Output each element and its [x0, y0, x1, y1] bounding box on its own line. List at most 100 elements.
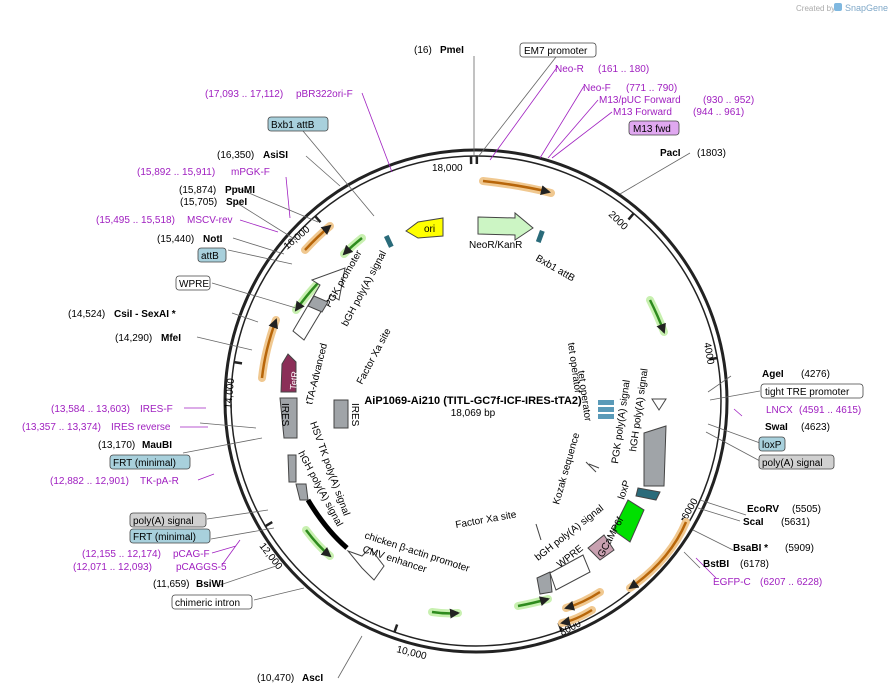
primer-pos: (13,357 .. 13,374) — [22, 422, 101, 433]
bxb1-mark — [535, 229, 545, 243]
site-name-pmei[interactable]: PmeI — [440, 45, 464, 56]
kozak-mark — [585, 461, 597, 473]
site-name-paci[interactable]: PacI — [660, 148, 681, 159]
feature-frt-lower[interactable]: FRT (minimal) — [133, 532, 196, 543]
tag-box — [760, 383, 864, 399]
site-name-asci[interactable]: AscI — [302, 673, 323, 684]
feature-em7-promoter[interactable]: EM7 promoter — [524, 46, 588, 57]
tag-box — [267, 116, 329, 132]
site-pos: (15,705) — [180, 197, 217, 208]
gcamp-feature — [612, 499, 645, 543]
primer-name-mscv-rev[interactable]: MSCV-rev — [187, 215, 233, 226]
backbone-outer-ring — [223, 148, 729, 654]
primer-name-mpgk-f[interactable]: mPGK-F — [231, 167, 270, 178]
site-name-bsiwi[interactable]: BsiWI — [196, 579, 224, 590]
primer-name-pbr322ori-f[interactable]: pBR322ori-F — [296, 89, 353, 100]
tag-box — [129, 528, 211, 544]
site-name-maubi[interactable]: MauBI — [142, 440, 172, 451]
wpre-inner-feature — [549, 554, 591, 591]
created-by-text: Created by — [796, 4, 835, 13]
site-pos: (4276) — [801, 369, 830, 380]
primer-pos: (4591 .. 4615) — [799, 405, 861, 416]
green-feature-arrow — [342, 237, 363, 256]
feature-polya-right[interactable]: poly(A) signal — [762, 458, 823, 469]
feature-loxp[interactable]: loxP — [762, 440, 782, 451]
tag-box — [758, 436, 786, 452]
site-name-csii-sexai[interactable]: CsiI - SexAI * — [114, 309, 176, 320]
primer-name-ires-reverse[interactable]: IRES reverse — [111, 422, 171, 433]
tag-box — [758, 454, 835, 470]
primer-name-m13-puc-forward[interactable]: M13/pUC Forward — [599, 95, 681, 106]
site-pos: (5909) — [785, 543, 814, 554]
site-name-swai[interactable]: SwaI — [765, 422, 788, 433]
site-pos: (14,524) — [68, 309, 105, 320]
site-name-bstbi[interactable]: BstBI — [703, 559, 729, 570]
site-name-noti[interactable]: NotI — [203, 234, 223, 245]
feature-chimeric-intron[interactable]: chimeric intron — [175, 598, 240, 609]
tick-label: 18,000 — [432, 163, 463, 174]
primer-name-pcag-f[interactable]: pCAG-F — [173, 549, 210, 560]
site-pos: (4623) — [801, 422, 830, 433]
tag-box — [197, 247, 227, 263]
tick-label: 14,000 — [223, 377, 237, 409]
tick-mark — [264, 520, 273, 528]
feature-polya-left[interactable]: poly(A) signal — [133, 516, 194, 527]
primer-name-tk-pa-r[interactable]: TK-pA-R — [140, 476, 179, 487]
orange-feature-arrow — [628, 521, 688, 590]
tag-box — [129, 512, 207, 528]
primer-name-neo-r[interactable]: Neo-R — [555, 64, 584, 75]
site-pos: (10,470) — [257, 673, 294, 684]
site-name-scai[interactable]: ScaI — [743, 517, 764, 528]
tick-mark — [393, 624, 399, 633]
site-name-mfei[interactable]: MfeI — [161, 333, 181, 344]
site-name-agei[interactable]: AgeI — [762, 369, 784, 380]
site-name-spei[interactable]: SpeI — [226, 197, 247, 208]
feature-attb[interactable]: attB — [201, 251, 219, 262]
feature-m13-fwd[interactable]: M13 fwd — [633, 124, 671, 135]
site-pos: (5505) — [792, 504, 821, 515]
feature-tags: EM7 promoter M13 fwd tight TRE promoter … — [109, 42, 864, 610]
feature-wpre[interactable]: WPRE — [179, 279, 209, 290]
bxb1-mark-left — [384, 234, 394, 248]
kozak-mark — [588, 463, 600, 469]
green-feature-arrow — [648, 299, 666, 334]
primer-name-pcaggs-5[interactable]: pCAGGS-5 — [176, 562, 227, 573]
tick-mark — [709, 356, 718, 361]
primer-name-lncx[interactable]: LNCX — [766, 405, 793, 416]
primers: Neo-R (161 .. 180) Neo-F (771 .. 790) M1… — [22, 64, 861, 588]
primer-name-egfp-c[interactable]: EGFP-C — [713, 577, 751, 588]
site-name-ppumi[interactable]: PpuMI — [225, 185, 255, 196]
primer-pos: (771 .. 790) — [626, 83, 677, 94]
factor-xa-bottom-label: Factor Xa site — [455, 509, 518, 531]
site-name-ecorv[interactable]: EcoRV — [747, 504, 779, 515]
site-pos: (15,874) — [179, 185, 216, 196]
primer-name-neo-f[interactable]: Neo-F — [583, 83, 611, 94]
feature-frt-upper[interactable]: FRT (minimal) — [113, 458, 176, 469]
site-name-asisi[interactable]: AsiSI — [263, 150, 288, 161]
site-pos: (6178) — [740, 559, 769, 570]
green-feature-arrow — [294, 282, 319, 312]
primer-pos: (6207 .. 6228) — [760, 577, 822, 588]
site-name-bsabi[interactable]: BsaBI * — [733, 543, 768, 554]
loxp-inner-mark — [635, 487, 661, 501]
feature-bxb1-attb[interactable]: Bxb1 attB — [271, 120, 315, 131]
primer-name-ires-f[interactable]: IRES-F — [140, 404, 173, 415]
primer-pos: (12,071 .. 12,093) — [73, 562, 152, 573]
tet-operator-mark — [598, 414, 614, 419]
feature-tight-tre-promoter[interactable]: tight TRE promoter — [765, 387, 850, 398]
snapgene-logo-icon — [834, 3, 842, 11]
primer-pos: (17,093 .. 17,112) — [205, 89, 283, 100]
tight-tre-mark — [651, 398, 667, 411]
site-pos: (15,440) — [157, 234, 194, 245]
site-pos: (1803) — [697, 148, 726, 159]
kozak-label: Kozak sequence — [551, 431, 582, 506]
site-pos: (5631) — [781, 517, 810, 528]
primer-pos: (930 .. 952) — [703, 95, 754, 106]
tetr-feature — [280, 353, 297, 393]
orange-feature-arrow — [304, 224, 332, 251]
primer-name-m13-forward[interactable]: M13 Forward — [613, 107, 672, 118]
neokan-label: NeoR/KanR — [469, 240, 522, 251]
ires-inner-feature — [333, 399, 349, 429]
hsv-tk-block — [287, 454, 297, 483]
tick-mark — [627, 212, 635, 221]
